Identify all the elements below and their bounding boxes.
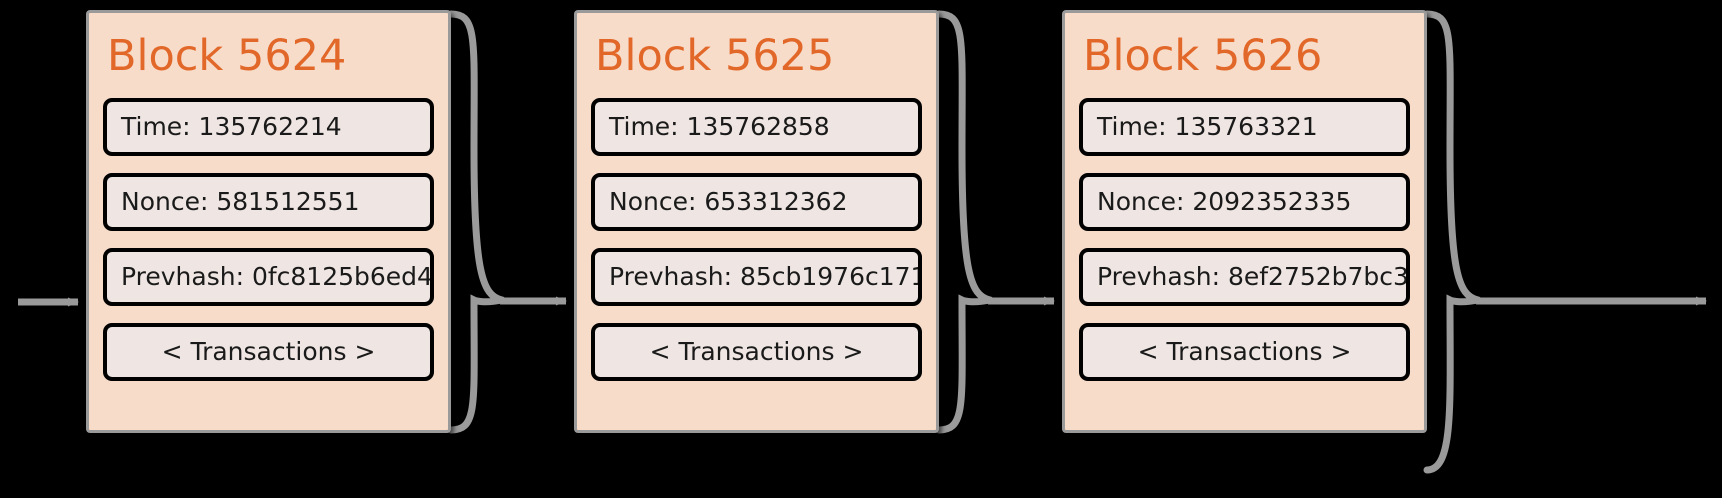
- block-fields: Time: 135762858 Nonce: 653312362 Prevhas…: [577, 98, 936, 395]
- block-title: Block 5625: [595, 31, 835, 81]
- block-card-5626[interactable]: Block 5626 Time: 135763321 Nonce: 209235…: [1062, 10, 1427, 433]
- block-fields: Time: 135763321 Nonce: 2092352335 Prevha…: [1065, 98, 1424, 395]
- block-transactions-field[interactable]: < Transactions >: [591, 323, 922, 381]
- block-time-field: Time: 135762858: [591, 98, 922, 156]
- block-card-5624[interactable]: Block 5624 Time: 135762214 Nonce: 581512…: [86, 10, 451, 433]
- block-time-field: Time: 135762214: [103, 98, 434, 156]
- link-arrow-2: [935, 10, 1055, 434]
- block-nonce-field: Nonce: 653312362: [591, 173, 922, 231]
- block-transactions-field[interactable]: < Transactions >: [103, 323, 434, 381]
- block-nonce-field: Nonce: 2092352335: [1079, 173, 1410, 231]
- block-transactions-field[interactable]: < Transactions >: [1079, 323, 1410, 381]
- block-prevhash-field: Prevhash: 0fc8125b6ed4: [103, 248, 434, 306]
- block-fields: Time: 135762214 Nonce: 581512551 Prevhas…: [89, 98, 448, 395]
- block-card-5625[interactable]: Block 5625 Time: 135762858 Nonce: 653312…: [574, 10, 939, 433]
- link-arrow-1: [447, 10, 567, 434]
- block-title: Block 5624: [107, 31, 347, 81]
- block-time-field: Time: 135763321: [1079, 98, 1410, 156]
- block-prevhash-field: Prevhash: 8ef2752b7bc3: [1079, 248, 1410, 306]
- block-title: Block 5626: [1083, 31, 1323, 81]
- outbound-arrow: [1423, 10, 1707, 474]
- block-prevhash-field: Prevhash: 85cb1976c171: [591, 248, 922, 306]
- block-nonce-field: Nonce: 581512551: [103, 173, 434, 231]
